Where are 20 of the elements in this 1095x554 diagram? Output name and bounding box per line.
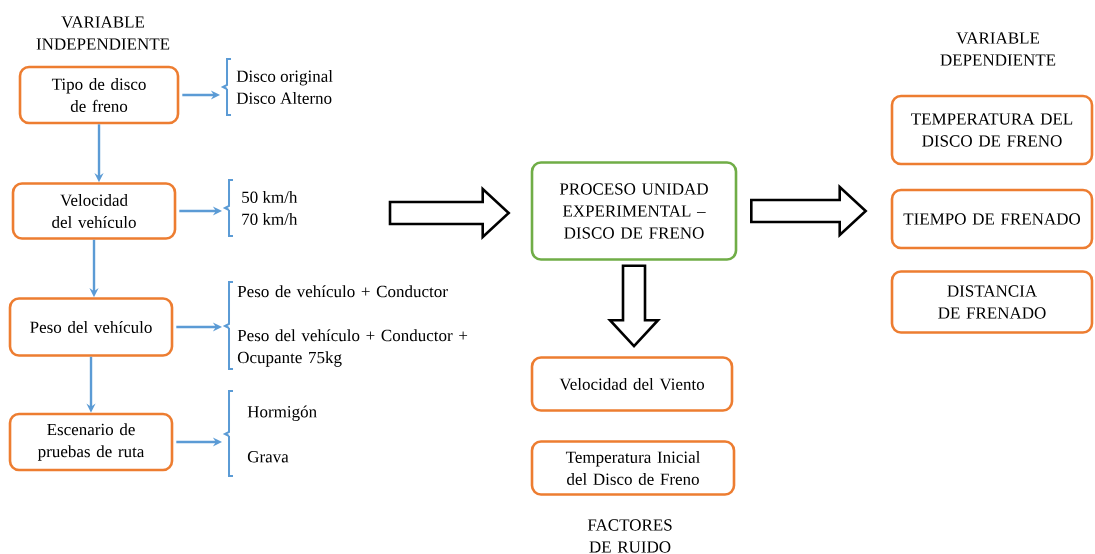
process-box: TIEMPO DE FRENADO xyxy=(890,188,1094,250)
block-arrow xyxy=(388,186,511,240)
process-box: Velocidad del vehículo xyxy=(11,182,177,240)
process-box: Velocidad del Viento xyxy=(530,356,734,412)
bracketed-list: 50 km/h 70 km/h xyxy=(222,179,298,237)
process-box: PROCESO UNIDAD EXPERIMENTAL – DISCO DE FRENO xyxy=(530,161,738,261)
process-box: Peso del vehículo xyxy=(8,297,174,357)
bracketed-list: Peso de vehículo + Conductor Peso del vehículo + Conductor + Ocupante 75kg xyxy=(222,281,468,370)
process-box: Temperatura Inicial del Disco de Freno xyxy=(530,440,736,496)
process-box: TEMPERATURA DEL DISCO DE FRENO xyxy=(890,94,1094,166)
process-box: Tipo de disco de freno xyxy=(18,65,180,125)
process-box: Escenario de pruebas de ruta xyxy=(8,412,174,472)
block-arrow xyxy=(750,184,868,238)
process-box: DISTANCIA DE FRENADO xyxy=(890,270,1094,334)
bracketed-list: Disco original Disco Alterno xyxy=(220,58,333,116)
group-heading: VARIABLE DEPENDIENTE xyxy=(940,32,1056,66)
block-arrow xyxy=(607,264,661,349)
group-heading: VARIABLE INDEPENDIENTE xyxy=(36,16,170,50)
group-heading: FACTORES DE RUIDO xyxy=(587,519,672,553)
bracketed-list: Hormigón Grava xyxy=(222,390,317,477)
